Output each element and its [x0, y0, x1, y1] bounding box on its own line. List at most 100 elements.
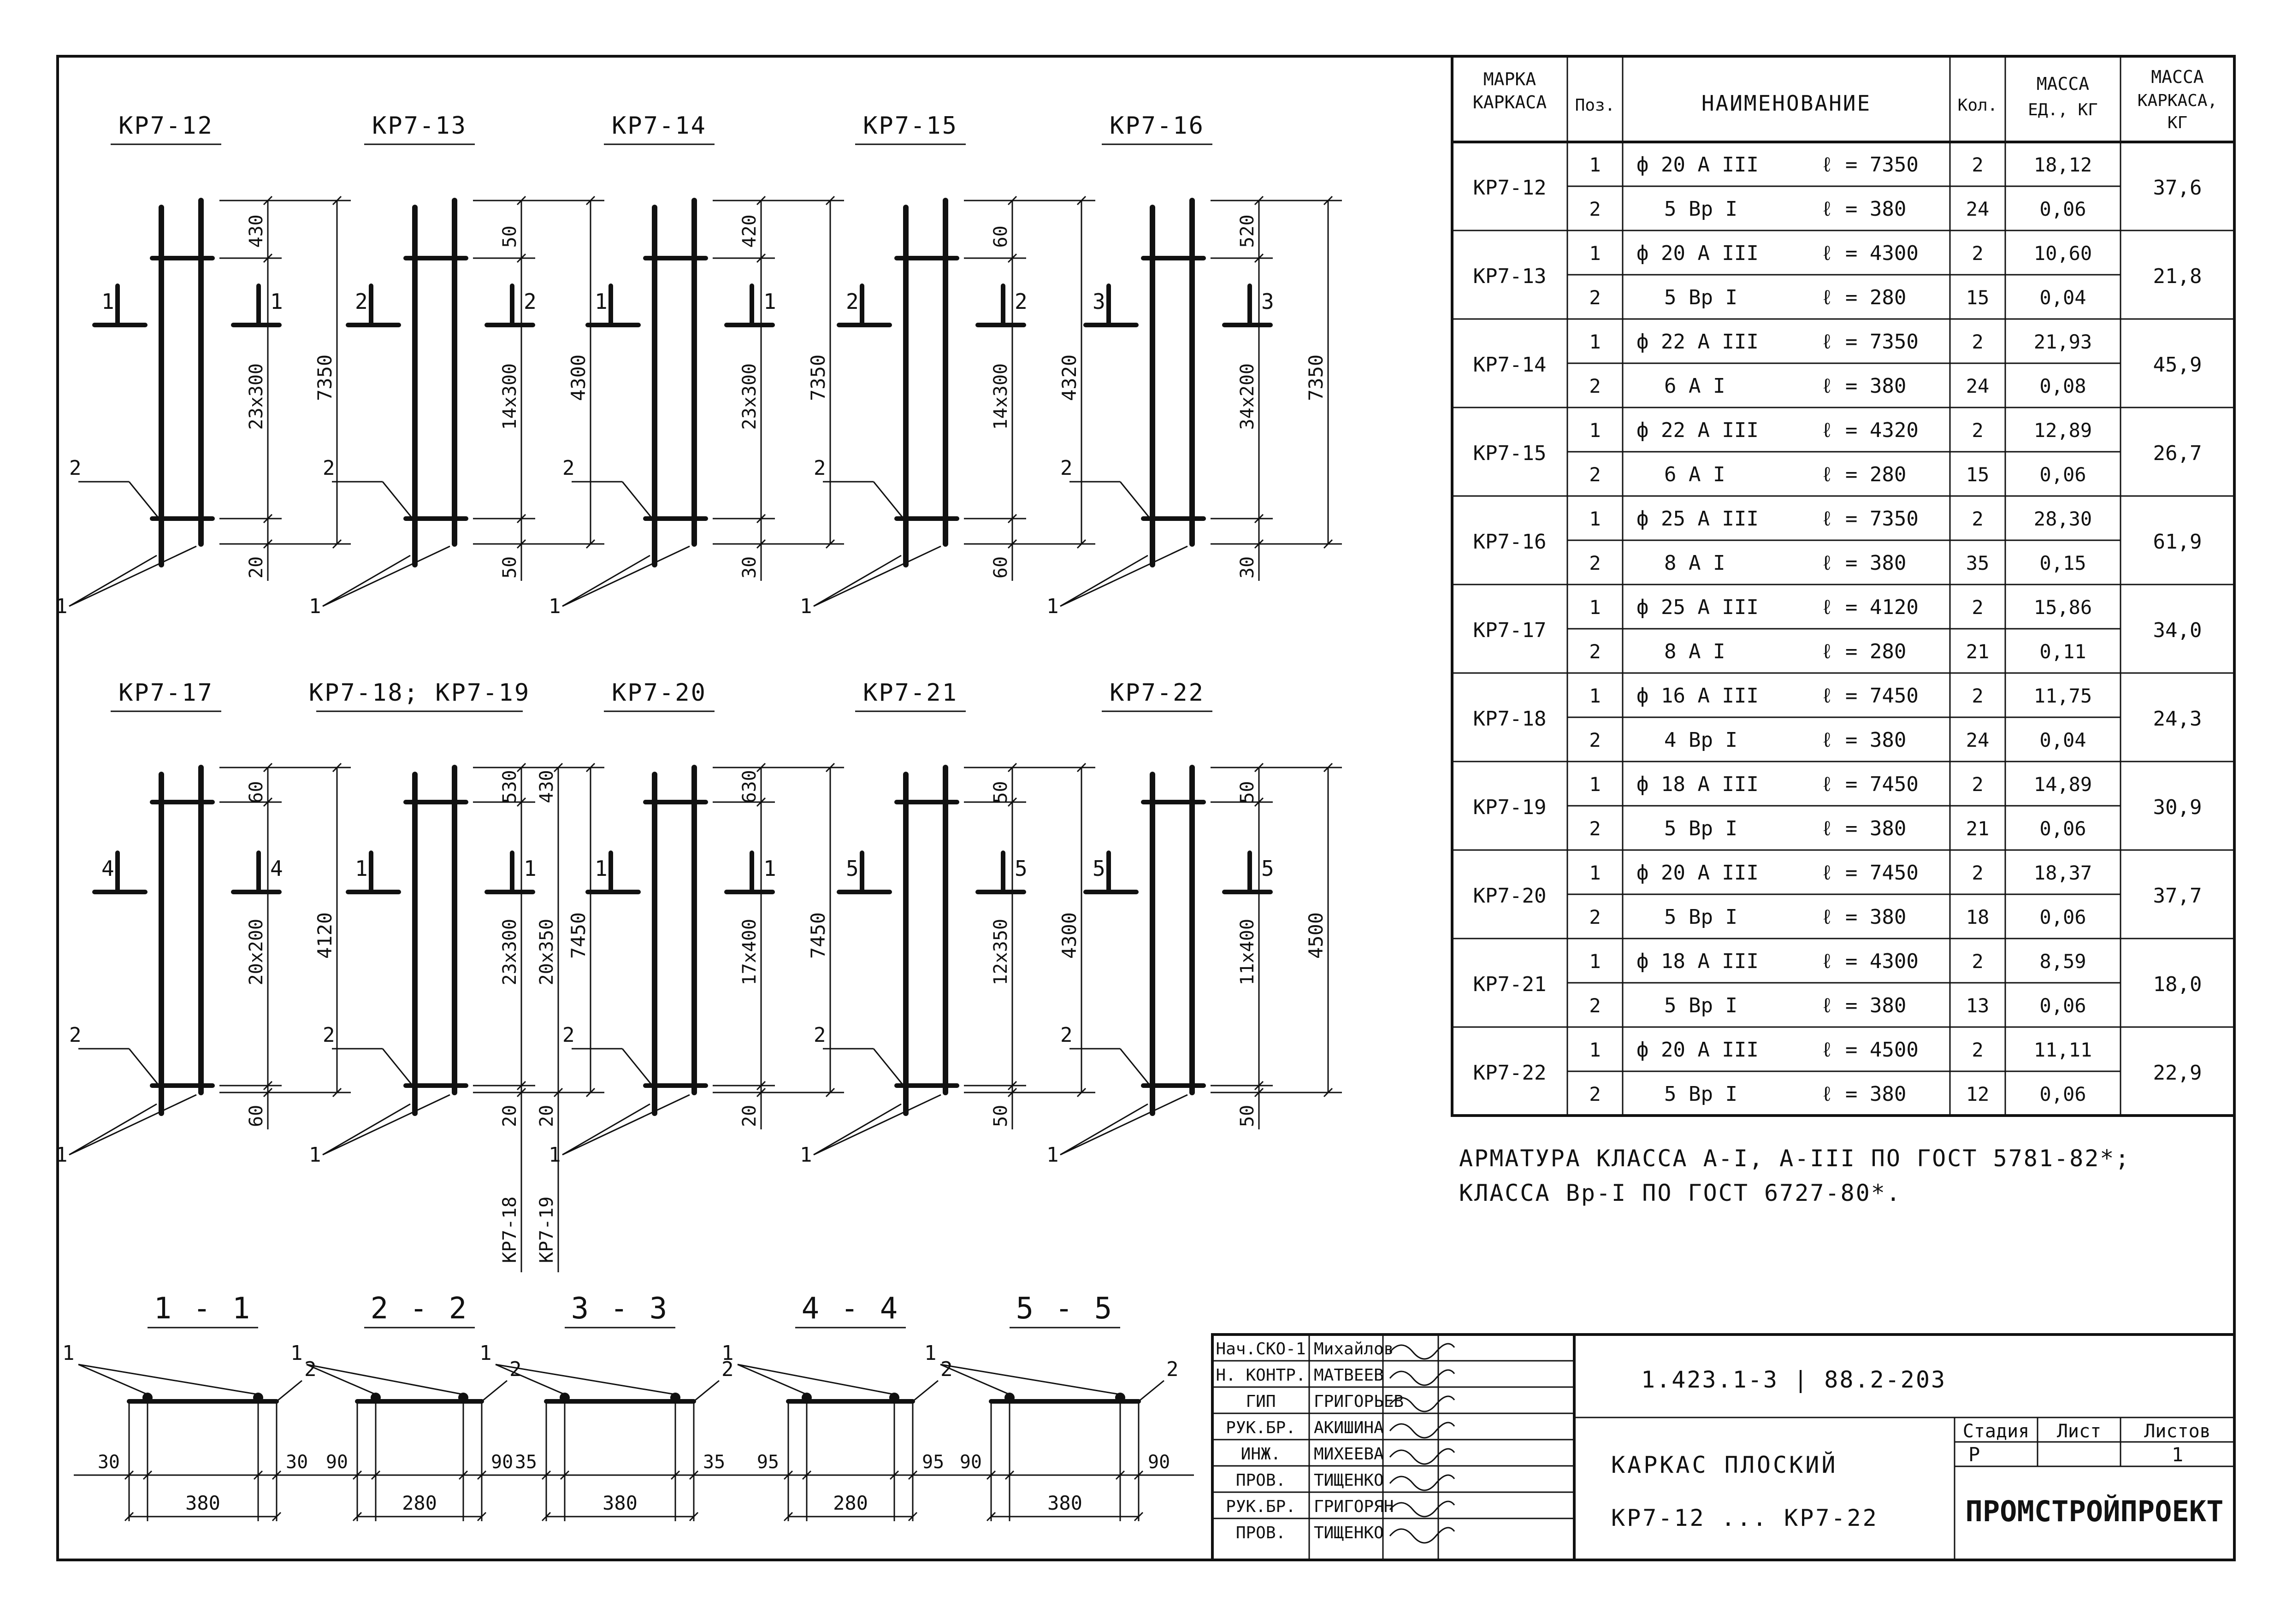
dimension-tick — [253, 1470, 263, 1480]
cell-pos: 2 — [1589, 463, 1601, 486]
dimension-tick — [1254, 797, 1264, 807]
leader — [1138, 1380, 1164, 1402]
cell-length: ℓ = 280 — [1821, 640, 1906, 663]
cell-unit-mass: 0,06 — [2039, 817, 2086, 840]
sub-mark: КР7-19 — [536, 1197, 557, 1264]
dim-edge: 90 — [491, 1452, 513, 1473]
th-name: НАИМЕНОВАНИЕ — [1701, 91, 1871, 116]
cell-name: ф 22 А III — [1636, 330, 1759, 354]
cell-name: 5 Вр I — [1664, 905, 1737, 929]
cell-length: ℓ = 280 — [1821, 463, 1906, 486]
note-line-2: КЛАССА Вр-I ПО ГОСТ 6727-80*. — [1459, 1180, 1902, 1206]
dimension-tick — [1254, 539, 1264, 549]
cell-qty: 2 — [1972, 596, 1983, 619]
dimension-tick — [263, 1087, 273, 1098]
cell-pos: 1 — [1589, 1039, 1601, 1061]
dimension-tick — [516, 1087, 526, 1098]
dimension-tick — [1004, 1470, 1015, 1480]
section-bar-pos1 — [1004, 1393, 1015, 1403]
cell-unit-mass: 15,86 — [2034, 596, 2092, 619]
dimension-tick — [756, 762, 766, 773]
cell-total-mass: 24,3 — [2153, 707, 2202, 731]
stage-label: Стадия — [1963, 1421, 2030, 1442]
pos-label-1: 1 — [55, 595, 68, 618]
staff-name: ТИЩЕНКО — [1314, 1524, 1384, 1542]
cell-length: ℓ = 7450 — [1821, 773, 1919, 796]
detail-title: КР7-16 — [1110, 112, 1205, 140]
dim-middle: 11x400 — [1237, 919, 1258, 986]
cell-name: 6 А I — [1664, 463, 1725, 486]
dimension-tick — [263, 253, 273, 263]
cell-unit-mass: 0,06 — [2039, 994, 2086, 1017]
cell-total-mass: 34,0 — [2153, 619, 2202, 642]
dimension-tick — [825, 539, 835, 549]
cell-mark: КР7-14 — [1473, 353, 1547, 377]
dimension-tick — [516, 797, 526, 807]
title-block-border — [1211, 1333, 2236, 1561]
leader — [128, 481, 160, 519]
cell-unit-mass: 0,11 — [2039, 640, 2086, 663]
pos-label-1: 1 — [549, 595, 561, 618]
section-bar-pos1 — [560, 1393, 570, 1403]
cell-mark: КР7-13 — [1473, 265, 1547, 288]
cell-mark: КР7-17 — [1473, 619, 1547, 642]
section-bar-pos1 — [889, 1393, 899, 1403]
dimension-tick — [124, 1470, 134, 1480]
section-bar-pos1 — [253, 1393, 263, 1403]
leader — [69, 1094, 197, 1156]
pos-label-1: 1 — [290, 1341, 303, 1365]
staff-role: РУК.БР. — [1226, 1418, 1296, 1437]
cell-mark: КР7-22 — [1473, 1061, 1547, 1085]
section-mark-left: 5 — [846, 856, 859, 881]
leader — [322, 545, 450, 607]
section-mark-right: 2 — [524, 289, 537, 314]
cell-pos: 2 — [1589, 375, 1601, 397]
dimension-tick — [756, 539, 766, 549]
staff-role: Нач.СКО-1 — [1216, 1340, 1305, 1358]
cell-pos: 2 — [1589, 817, 1601, 840]
dim-top: 530 — [499, 770, 520, 803]
dimension-tick — [332, 195, 342, 206]
leader — [813, 1094, 941, 1156]
leader — [322, 1094, 450, 1156]
dim-total: 380 — [603, 1492, 638, 1514]
cell-qty: 2 — [1972, 331, 1983, 353]
staff-role: ПРОВ. — [1236, 1471, 1286, 1490]
cell-name: 6 А I — [1664, 374, 1725, 398]
dimension-tick — [477, 1512, 487, 1522]
section-title: 3 - 3 — [571, 1292, 669, 1326]
section-mark-right: 2 — [1015, 289, 1028, 314]
cell-unit-mass: 0,06 — [2039, 463, 2086, 486]
cell-total-mass: 30,9 — [2153, 796, 2202, 819]
sub-mark: КР7-18 — [499, 1197, 520, 1264]
section-mark-right: 3 — [1261, 289, 1274, 314]
dimension-tick — [1076, 195, 1087, 206]
cell-qty: 35 — [1966, 552, 1990, 574]
section-bar-pos1 — [802, 1393, 812, 1403]
dim-edge: 95 — [757, 1452, 779, 1473]
cell-length: ℓ = 380 — [1821, 551, 1906, 575]
dimension-tick — [889, 1470, 899, 1480]
dim-middle: 34x200 — [1237, 363, 1258, 430]
cell-length: ℓ = 380 — [1821, 1082, 1906, 1106]
dimension-tick — [1076, 539, 1087, 549]
cell-qty: 21 — [1966, 640, 1990, 663]
dim-total: 4300 — [567, 354, 590, 401]
note-line-1: АРМАТУРА КЛАССА А-I, А-III ПО ГОСТ 5781-… — [1459, 1145, 2131, 1172]
pos-label-2: 2 — [814, 1023, 826, 1047]
cell-unit-mass: 0,08 — [2039, 375, 2086, 397]
dimension-tick — [1254, 195, 1264, 206]
cell-mark: КР7-20 — [1473, 884, 1547, 908]
cell-total-mass: 22,9 — [2153, 1061, 2202, 1085]
sheets-value: 1 — [2172, 1443, 2183, 1466]
